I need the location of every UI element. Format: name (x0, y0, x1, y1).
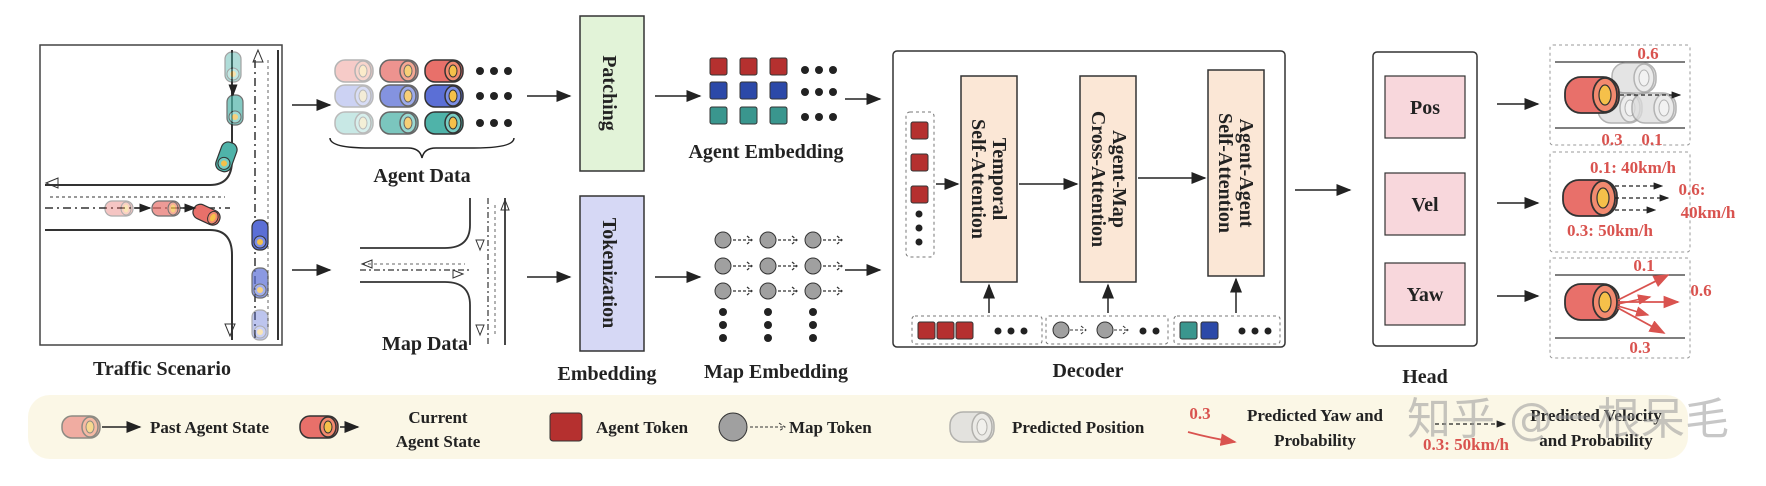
agentagent-label-1: Agent-Agent (1235, 119, 1257, 228)
legend-agent-token-label: Agent Token (596, 418, 689, 437)
yaw-label: Yaw (1407, 284, 1444, 306)
map-data-label: Map Data (382, 333, 468, 355)
legend-yaw-label-1: Predicted Yaw and (1247, 406, 1384, 425)
pos-output: 0.6 0.3 0.1 (1549, 44, 1691, 149)
yaw-prob-top: 0.1 (1633, 256, 1654, 275)
legend-bar: Past Agent State Current Agent State Age… (28, 394, 1729, 459)
legend-map-token: Map Token (718, 412, 872, 442)
legend-vel-label-2: and Probability (1539, 431, 1653, 450)
vel-label: Vel (1411, 194, 1438, 216)
pos-prob-top: 0.6 (1637, 44, 1658, 63)
vel-prob-top: 0.1: 40km/h (1590, 158, 1677, 177)
yaw-prob-right: 0.6 (1690, 281, 1711, 300)
yaw-output: 0.1 0.6 0.3 (1549, 256, 1712, 359)
agentmap-label-2: Cross-Attention (1087, 111, 1109, 247)
pos-block: Pos (1384, 75, 1466, 139)
tokenization-block: Tokenization (579, 195, 645, 352)
decoder-panel: Temporal Self-Attention Agent-Map Cross-… (892, 50, 1286, 382)
vel-output: 0.1: 40km/h 0.6: 40km/h 0.3: 50km/h (1549, 151, 1736, 253)
vel-prob-right-2: 40km/h (1681, 203, 1736, 222)
embedding-label: Embedding (558, 363, 657, 385)
agent-map-cross-attention-block: Agent-Map Cross-Attention (1079, 75, 1137, 283)
legend-predicted-yaw: 0.3 Predicted Yaw and Probability (1187, 404, 1384, 450)
watermark-text: 知乎 @一根呆毛 (1407, 394, 1729, 445)
traffic-scenario-panel: Traffic Scenario (39, 44, 283, 380)
traffic-scenario-label: Traffic Scenario (93, 358, 231, 380)
legend-agent-token: Agent Token (549, 412, 689, 442)
agentmap-label-1: Agent-Map (1108, 130, 1130, 228)
map-embedding-label: Map Embedding (704, 361, 848, 383)
head-label: Head (1402, 366, 1448, 388)
legend-current-label-1: Current (408, 408, 468, 427)
decoder-label: Decoder (1052, 360, 1123, 382)
yaw-block: Yaw (1384, 262, 1466, 326)
map-embedding-group: Map Embedding (704, 231, 848, 383)
agent-embedding-group: Agent Embedding (688, 57, 844, 163)
vel-block: Vel (1384, 172, 1466, 236)
pos-prob-bl: 0.3 (1601, 130, 1622, 149)
yaw-prob-bottom: 0.3 (1629, 338, 1650, 357)
legend-predicted-velocity: 0.3: 50km/h Predicted Velocity and Proba… (1423, 406, 1662, 454)
legend-yaw-label-2: Probability (1274, 431, 1356, 450)
legend-current-agent-state: Current Agent State (299, 408, 481, 451)
legend-vel-label-1: Predicted Velocity (1530, 406, 1662, 425)
pos-label: Pos (1410, 97, 1440, 119)
vel-prob-right-1: 0.6: (1679, 180, 1706, 199)
agent-embedding-label: Agent Embedding (688, 141, 843, 163)
legend-current-label-2: Agent State (396, 432, 481, 451)
temporal-label-2: Self-Attention (967, 119, 989, 239)
agent-data-label: Agent Data (373, 165, 470, 187)
legend-past-agent-label: Past Agent State (150, 418, 269, 437)
pos-prob-br: 0.1 (1641, 130, 1662, 149)
temporal-label-1: Temporal (988, 138, 1010, 221)
tokenization-label: Tokenization (598, 218, 620, 328)
map-data-group: Map Data (360, 198, 510, 355)
patching-label: Patching (598, 55, 620, 131)
legend-yaw-example: 0.3 (1189, 404, 1210, 423)
temporal-self-attention-block: Temporal Self-Attention (960, 75, 1018, 283)
patching-block: Patching (579, 15, 645, 172)
legend-past-agent-state: Past Agent State (61, 415, 269, 439)
legend-predicted-position: Predicted Position (949, 411, 1145, 443)
legend-vel-example: 0.3: 50km/h (1423, 435, 1510, 454)
agent-agent-self-attention-block: Agent-Agent Self-Attention (1207, 69, 1265, 277)
legend-predicted-position-label: Predicted Position (1012, 418, 1145, 437)
agent-data-group: Agent Data (329, 59, 515, 187)
vel-prob-bottom: 0.3: 50km/h (1567, 221, 1654, 240)
legend-map-token-label: Map Token (789, 418, 872, 437)
agentagent-label-2: Self-Attention (1214, 113, 1236, 233)
head-panel: Pos Vel Yaw Head (1372, 51, 1478, 388)
